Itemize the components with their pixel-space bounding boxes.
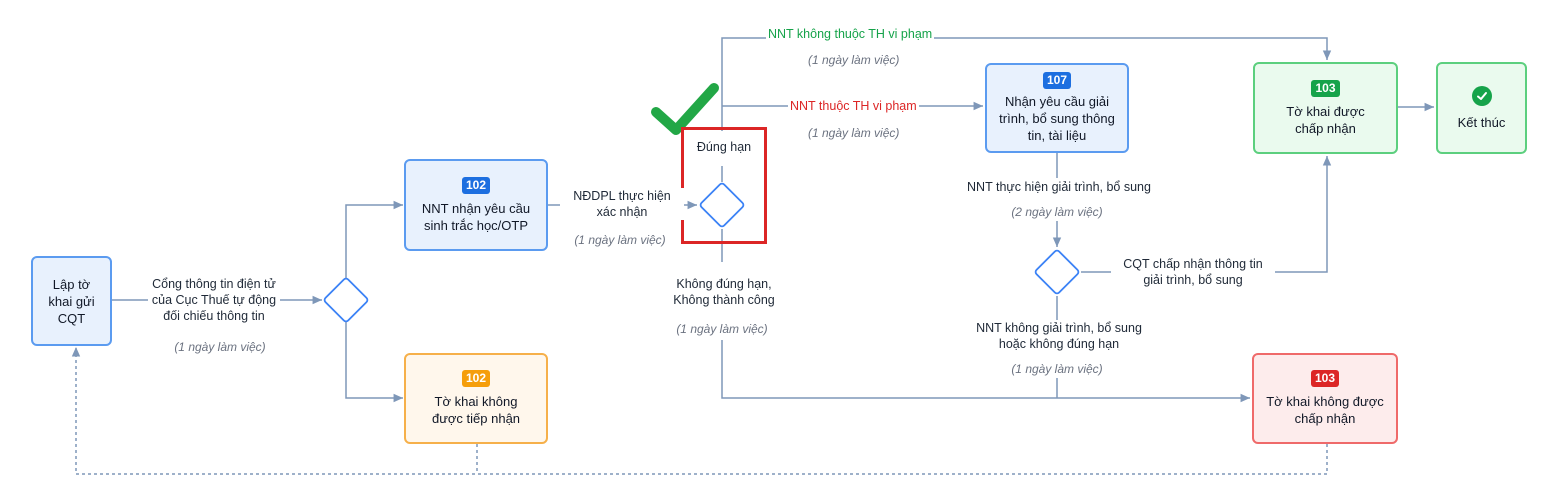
label-dung-han: Đúng hạn — [696, 140, 752, 154]
label-nnt-khong-thuoc: NNT không thuộc TH vi phạm — [766, 26, 935, 42]
edge-loop-back — [71, 347, 1328, 475]
duration-nnt-khong-thuoc: (1 ngày làm việc) — [808, 53, 900, 67]
node-label: Tờ khai được chấp nhận — [1286, 103, 1365, 136]
label-nnt-thuc-hien: NNT thực hiện giải trình, bổ sung — [957, 179, 1161, 195]
check-circle-icon — [1471, 85, 1492, 106]
node-label: Lập tờ khai gửi CQT — [48, 276, 95, 326]
duration-nnt-thuc-hien: (2 ngày làm việc) — [1011, 205, 1103, 219]
checkmark-icon — [651, 83, 719, 135]
label-nnt-thuoc: NNT thuộc TH vi phạm — [788, 98, 919, 114]
decision-diamond-1 — [323, 277, 369, 323]
decision-diamond-3 — [1034, 249, 1080, 295]
node-label: Nhận yêu cầu giải trình, bổ sung thông t… — [999, 94, 1115, 143]
duration-nnt-khong-giai-trinh: (1 ngày làm việc) — [1011, 362, 1103, 376]
label-nnt-khong-giai-trinh: NNT không giải trình, bổ sung hoặc không… — [962, 320, 1156, 352]
duration-nnt-thuoc: (1 ngày làm việc) — [808, 126, 900, 140]
node-label: NNT nhận yêu cầu sinh trắc học/OTP — [421, 200, 531, 233]
status-badge: 103 — [1310, 370, 1340, 387]
node-to-khai-khong-duoc-tiep-nhan[interactable]: 102 Tờ khai không được tiếp nhận — [404, 353, 548, 444]
duration-cong-thong-tin: (1 ngày làm việc) — [174, 340, 266, 354]
label-cqt-chap-nhan: CQT chấp nhận thông tin giải trình, bổ s… — [1111, 256, 1275, 288]
status-badge: 102 — [461, 370, 491, 387]
label-nddpl: NĐDPL thực hiện xác nhận — [560, 188, 684, 220]
label-khong-dung-han: Không đúng hạn, Không thành công — [662, 276, 786, 308]
label-cong-thong-tin: Cổng thông tin điện tử của Cục Thuế tự đ… — [148, 276, 280, 324]
edge-late-to-not-accepted — [721, 340, 1250, 403]
edge-ontime-to-107 — [721, 37, 1332, 131]
highlight-box — [681, 127, 767, 244]
edge-decision1-to-rejected — [345, 322, 403, 403]
node-lap-to-khai[interactable]: Lập tờ khai gửi CQT — [31, 256, 112, 346]
status-badge: 102 — [461, 176, 491, 194]
node-label: Kết thúc — [1457, 114, 1506, 130]
status-badge: 107 — [1042, 72, 1072, 89]
edge-decision3-to-accepted — [1081, 156, 1332, 273]
duration-khong-dung-han: (1 ngày làm việc) — [676, 322, 768, 336]
node-label: Tờ khai không được chấp nhận — [1266, 394, 1384, 426]
node-to-khai-khong-duoc-chap-nhan[interactable]: 103 Tờ khai không được chấp nhận — [1252, 353, 1398, 444]
status-badge: 103 — [1311, 79, 1340, 97]
node-label: Tờ khai không được tiếp nhận — [431, 394, 521, 426]
decision-diamond-2 — [699, 182, 745, 228]
node-nnt-nhan-yeu-cau[interactable]: 102 NNT nhận yêu cầu sinh trắc học/OTP — [404, 159, 548, 251]
node-to-khai-duoc-chap-nhan[interactable]: 103 Tờ khai được chấp nhận — [1253, 62, 1398, 154]
node-nhan-yeu-cau-giai-trinh[interactable]: 107 Nhận yêu cầu giải trình, bổ sung thô… — [985, 63, 1129, 153]
edge-decision1-to-biometric — [345, 200, 403, 278]
duration-nddpl: (1 ngày làm việc) — [574, 233, 666, 247]
node-ket-thuc[interactable]: Kết thúc — [1436, 62, 1527, 154]
